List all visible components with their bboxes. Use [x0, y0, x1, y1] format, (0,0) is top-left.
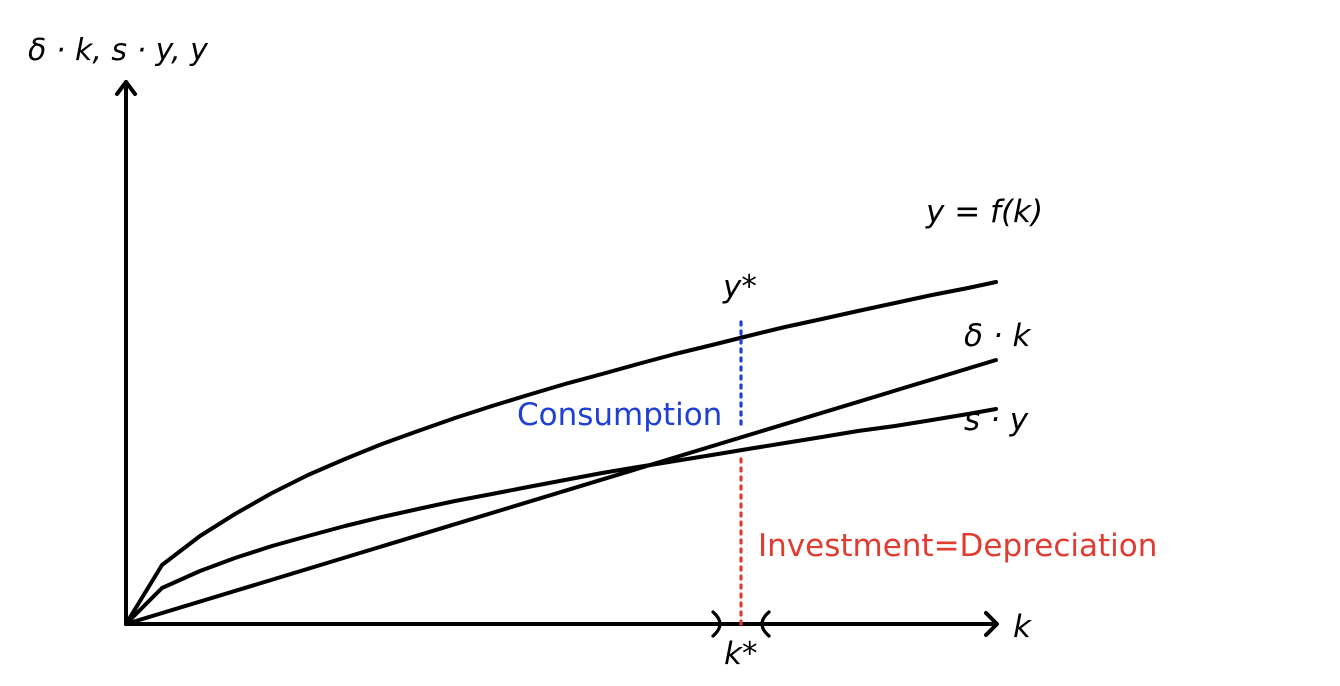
k-star-bracket — [711, 610, 771, 638]
axes — [115, 80, 999, 637]
depreciation-line — [124, 358, 998, 626]
consumption-label: Consumption — [517, 397, 722, 433]
k-star-label: k* — [724, 636, 757, 672]
output-curve — [124, 280, 998, 626]
y-axis-arrowhead — [115, 80, 137, 96]
x-axis-arrowhead — [984, 611, 999, 637]
y-axis-label: δ · k, s · y, y — [28, 33, 209, 68]
savings-curve — [124, 407, 998, 626]
y-star-label: y* — [722, 269, 757, 305]
k-star-bracket-right — [760, 610, 771, 638]
savings-curve-label: s · y — [964, 402, 1029, 438]
k-star-bracket-left — [711, 610, 722, 638]
output-curve-label: y = f(k) — [925, 194, 1043, 230]
curves — [124, 280, 998, 626]
investment-label: Investment=Depreciation — [758, 528, 1157, 564]
depreciation-line-label: δ · k — [964, 318, 1032, 354]
x-axis-label: k — [1013, 609, 1032, 645]
